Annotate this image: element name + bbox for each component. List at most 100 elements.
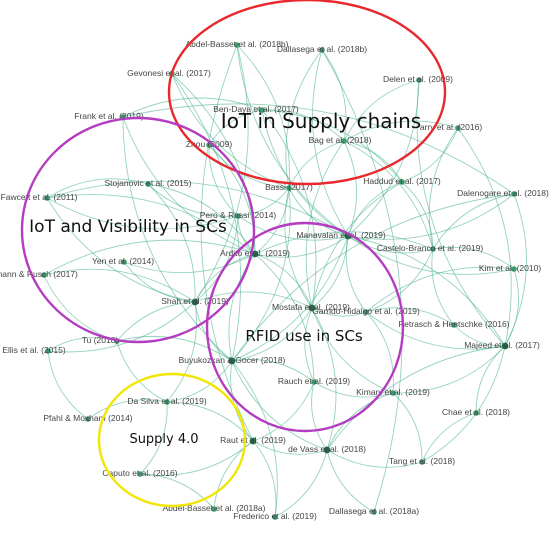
citation-edge (237, 215, 349, 241)
node-stojanovic[interactable]: Stojanovic et al. (2015) (105, 178, 192, 188)
node-marker[interactable] (211, 506, 217, 512)
node-marker[interactable] (286, 185, 292, 191)
node-yen[interactable]: Yen et al. (2014) (92, 256, 154, 266)
node-marker[interactable] (259, 107, 265, 113)
node-marker[interactable] (501, 342, 509, 350)
node-shah[interactable]: Shah et al. (2019) (161, 296, 229, 306)
node-pfahl[interactable]: Pfahl & Moxham (2014) (43, 413, 132, 423)
node-garrido[interactable]: Garrido-Hidalgo et al. (2019) (312, 306, 420, 316)
node-kim[interactable]: Kim et al. (2010) (479, 263, 542, 273)
node-raut[interactable]: Raut et al. (2019) (220, 435, 286, 445)
node-gevonesi[interactable]: Gevonesi et al. (2017) (127, 68, 211, 78)
citation-edge (313, 381, 394, 398)
node-mostafa[interactable]: Mostafa et al. (2019) (272, 302, 350, 312)
citation-edge (213, 440, 254, 510)
node-marker[interactable] (363, 309, 369, 315)
node-chae[interactable]: Chae et al. (2018) (442, 407, 510, 417)
citation-edge (365, 248, 434, 313)
node-marker[interactable] (251, 250, 259, 258)
node-dalenogare[interactable]: Dalenogare et al. (2018) (457, 188, 549, 198)
node-marker[interactable] (390, 390, 396, 396)
node-parry[interactable]: arry et al. (2016) (420, 122, 483, 132)
citation-edge (343, 79, 420, 142)
node-castelo[interactable]: Castelo-Branco et al. (2019) (377, 243, 483, 253)
node-label: Ardito et al. (2019) (220, 248, 290, 258)
citation-edge (116, 335, 233, 362)
citation-edge (47, 350, 89, 420)
citation-edge (345, 235, 367, 313)
node-marker[interactable] (416, 77, 422, 83)
node-pero[interactable]: Pero & Rossi (2014) (200, 210, 277, 220)
node-ellis[interactable]: Ellis et al. (2015) (2, 345, 65, 355)
citation-edge (321, 49, 403, 513)
node-marker[interactable] (311, 379, 317, 385)
node-marker[interactable] (228, 357, 236, 365)
citation-edge (230, 360, 254, 442)
node-caputo[interactable]: Caputo et al. (2016) (102, 468, 177, 478)
node-ardito[interactable]: Ardito et al. (2019) (220, 248, 290, 258)
node-marker[interactable] (145, 181, 151, 187)
node-marker[interactable] (341, 138, 347, 144)
node-marker[interactable] (85, 416, 91, 422)
node-bendaya[interactable]: Ben-Daya et al. (2017) (213, 104, 299, 114)
node-marker[interactable] (234, 42, 240, 48)
node-marker[interactable] (399, 179, 405, 185)
node-abdel2018a[interactable]: Abdel-Basset et al. (2018a) (162, 503, 265, 513)
node-rauch[interactable]: Rauch et al. (2019) (278, 376, 350, 386)
node-marker[interactable] (371, 509, 377, 515)
node-marker[interactable] (137, 471, 143, 477)
node-dallasega2018a[interactable]: Dallasega et al. (2018a) (329, 506, 419, 516)
node-label: arry et al. (2016) (420, 122, 483, 132)
citation-edge (475, 345, 506, 414)
citation-edge (122, 103, 515, 195)
node-devass[interactable]: de Vass et al. (2018) (288, 444, 366, 454)
citation-edge (231, 193, 515, 362)
node-marker[interactable] (511, 266, 517, 272)
node-marker[interactable] (235, 213, 241, 219)
node-marker[interactable] (41, 272, 47, 278)
node-dasilva[interactable]: Da Silva et al. (2019) (127, 396, 207, 406)
node-buyukozkan[interactable]: Buyukozkan & Gocer (2018) (179, 355, 286, 365)
node-bag[interactable]: Bag et al. (2018) (309, 135, 372, 145)
node-marker[interactable] (45, 348, 51, 354)
cluster-label: IoT and Visibility in SCs (29, 217, 227, 237)
node-frank[interactable]: Frank et al. (2019) (74, 111, 144, 121)
node-marker[interactable] (455, 125, 461, 131)
citation-edge (231, 360, 328, 451)
node-marker[interactable] (451, 322, 457, 328)
node-marker[interactable] (191, 298, 199, 306)
citation-edge (122, 116, 256, 255)
node-haddud[interactable]: Haddud et al. (2017) (363, 176, 441, 186)
node-label: Dallasega et al. (2018a) (329, 506, 419, 516)
node-delen[interactable]: Delen et al. (2009) (383, 74, 453, 84)
node-marker[interactable] (323, 446, 331, 454)
node-marker[interactable] (121, 259, 127, 265)
citation-edge (343, 140, 434, 250)
node-marker[interactable] (249, 437, 257, 445)
citation-edge (311, 381, 328, 451)
node-dallasega2018b[interactable]: Dallasega et al. (2018b) (277, 44, 367, 54)
node-marker[interactable] (272, 514, 278, 520)
node-kimani[interactable]: Kimani et al. (2019) (356, 387, 430, 397)
node-petrasch[interactable]: Petrasch & Hentschke (2016) (398, 319, 509, 329)
node-tang[interactable]: Tang et al. (2018) (389, 456, 455, 466)
node-label: Abdel-Basset et al. (2018b) (185, 39, 288, 49)
node-frederico[interactable]: Frederico et al. (2019) (233, 511, 317, 521)
node-marker[interactable] (164, 399, 170, 405)
node-marker[interactable] (511, 191, 517, 197)
node-label: Gevonesi et al. (2017) (127, 68, 211, 78)
node-marker[interactable] (473, 410, 479, 416)
node-marker[interactable] (44, 195, 50, 201)
node-abdel2018b[interactable]: Abdel-Basset et al. (2018b) (185, 39, 288, 49)
node-hofmann[interactable]: ofmann & Rusch (2017) (0, 269, 78, 279)
cluster-iot-vis: IoT and Visibility in SCs (20, 116, 256, 344)
node-marker[interactable] (430, 246, 436, 252)
node-bassi[interactable]: Bassi (2017) (265, 182, 313, 192)
node-majeed[interactable]: Majeed et al. (2017) (464, 340, 540, 350)
node-marker[interactable] (308, 304, 316, 312)
node-marker[interactable] (319, 47, 325, 53)
node-label: Garrido-Hidalgo et al. (2019) (312, 306, 420, 316)
node-fawcett[interactable]: Fawcett et al. (2011) (1, 192, 78, 202)
node-marker[interactable] (419, 459, 425, 465)
